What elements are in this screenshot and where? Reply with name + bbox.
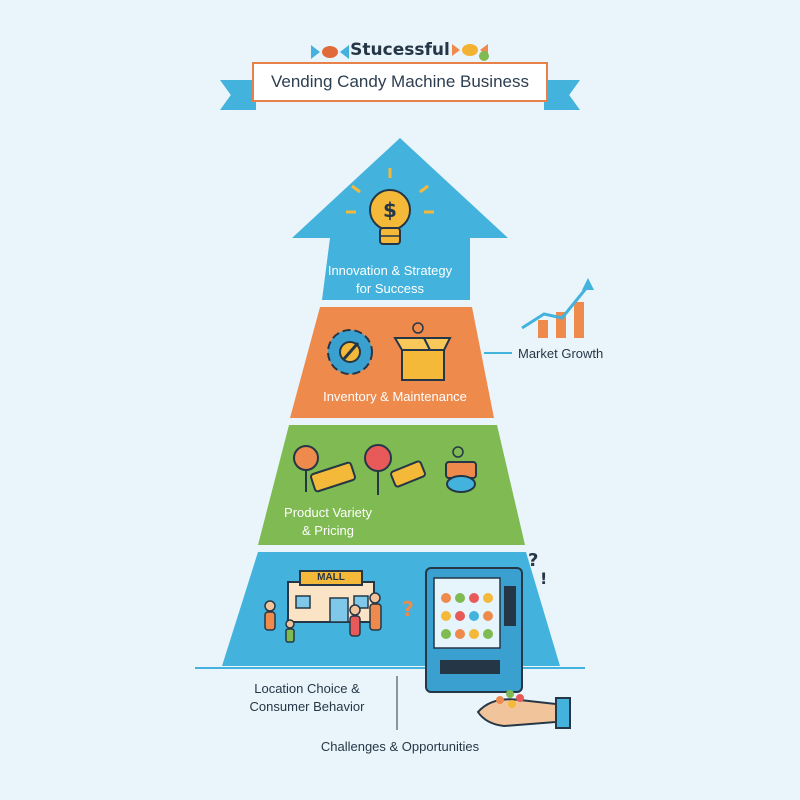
level-4-label: Location Choice & Consumer Behavior — [232, 680, 382, 716]
title-kicker: Stucessful — [350, 40, 450, 60]
lollipop-icon — [293, 445, 319, 492]
candy-icon — [452, 44, 489, 61]
level-3-label: Product Variety & Pricing — [268, 504, 388, 540]
exclamation-icon: ! — [540, 569, 547, 588]
question-mark-icon: ? — [402, 597, 414, 621]
page-title: Vending Candy Machine Business — [271, 72, 529, 91]
level-2-label: Inventory & Maintenance — [300, 388, 490, 406]
svg-text:$: $ — [383, 198, 397, 222]
gear-icon — [327, 329, 373, 375]
level-top-label: Innovation & Strategy for Success — [300, 262, 480, 298]
candy-bar-icon — [310, 461, 356, 493]
box-icon — [393, 322, 452, 381]
level-label-line: Inventory & Maintenance — [323, 389, 467, 404]
level-label-line: Consumer Behavior — [249, 699, 365, 714]
candy-icon — [311, 45, 349, 59]
lightbulb-icon: $ — [346, 168, 434, 245]
level-label-line: for Success — [356, 281, 424, 296]
market-growth-label: Market Growth — [518, 346, 604, 361]
mall-icon — [287, 570, 375, 623]
candy-bar-icon — [390, 460, 426, 488]
title-box — [252, 62, 548, 102]
vending-machine-icon — [425, 567, 523, 693]
question-mark-icon: ? — [528, 550, 538, 571]
candy-icon — [445, 446, 477, 493]
mall-sign: MALL — [317, 572, 345, 583]
challenges-label: Challenges & Opportunities — [320, 739, 480, 754]
level-label-line: Product Variety — [284, 505, 372, 520]
lollipop-icon — [364, 444, 392, 495]
people-icon — [264, 592, 382, 643]
level-label-line: Innovation & Strategy — [327, 263, 453, 278]
hand-icon — [476, 690, 571, 729]
bar-chart-icon — [521, 278, 594, 338]
level-label-line: & Pricing — [301, 523, 355, 538]
level-label-line: Location Choice & — [254, 681, 360, 696]
